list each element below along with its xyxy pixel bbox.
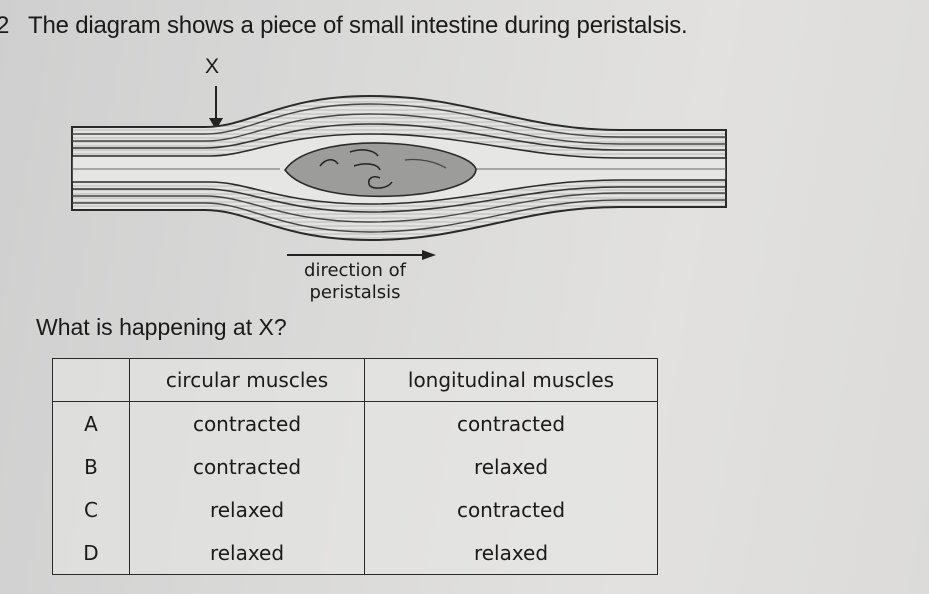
option-key: A xyxy=(52,401,130,445)
muscle-layer-line xyxy=(72,192,726,223)
option-circular: relaxed xyxy=(129,531,365,575)
direction-label-line1: direction of xyxy=(304,260,406,281)
muscle-layer-line xyxy=(72,113,726,145)
table-header-row: circular muscles longitudinal muscles xyxy=(52,358,658,402)
header-circular: circular muscles xyxy=(129,358,365,402)
option-longitudinal: relaxed xyxy=(364,445,658,488)
direction-label: direction of peristalsis xyxy=(270,260,440,304)
muscle-layer-line xyxy=(72,186,726,213)
muscle-layer-line xyxy=(72,123,726,151)
option-key: C xyxy=(52,488,130,531)
option-longitudinal: contracted xyxy=(364,401,658,445)
table-row: B contracted relaxed xyxy=(52,445,658,488)
option-longitudinal: relaxed xyxy=(364,531,658,575)
muscle-layer-line xyxy=(72,199,726,233)
table-row: D relaxed relaxed xyxy=(52,531,658,575)
header-key xyxy=(52,358,130,402)
question-number: 2 xyxy=(0,12,10,39)
option-circular: contracted xyxy=(129,445,365,488)
muscle-layer-line xyxy=(72,103,726,138)
option-longitudinal: contracted xyxy=(364,488,658,531)
option-key: D xyxy=(52,531,130,575)
option-circular: relaxed xyxy=(129,488,365,531)
question-prompt: What is happening at X? xyxy=(36,314,287,340)
table-row: A contracted contracted xyxy=(52,401,658,445)
table-row: C relaxed contracted xyxy=(52,488,658,531)
option-key: B xyxy=(52,445,130,488)
marker-x-label: X xyxy=(205,55,220,78)
option-circular: contracted xyxy=(129,401,365,445)
direction-label-line2: peristalsis xyxy=(309,282,401,303)
question-title: The diagram shows a piece of small intes… xyxy=(28,12,688,39)
header-longitudinal: longitudinal muscles xyxy=(364,358,658,402)
answer-table: circular muscles longitudinal muscles A … xyxy=(52,358,658,575)
